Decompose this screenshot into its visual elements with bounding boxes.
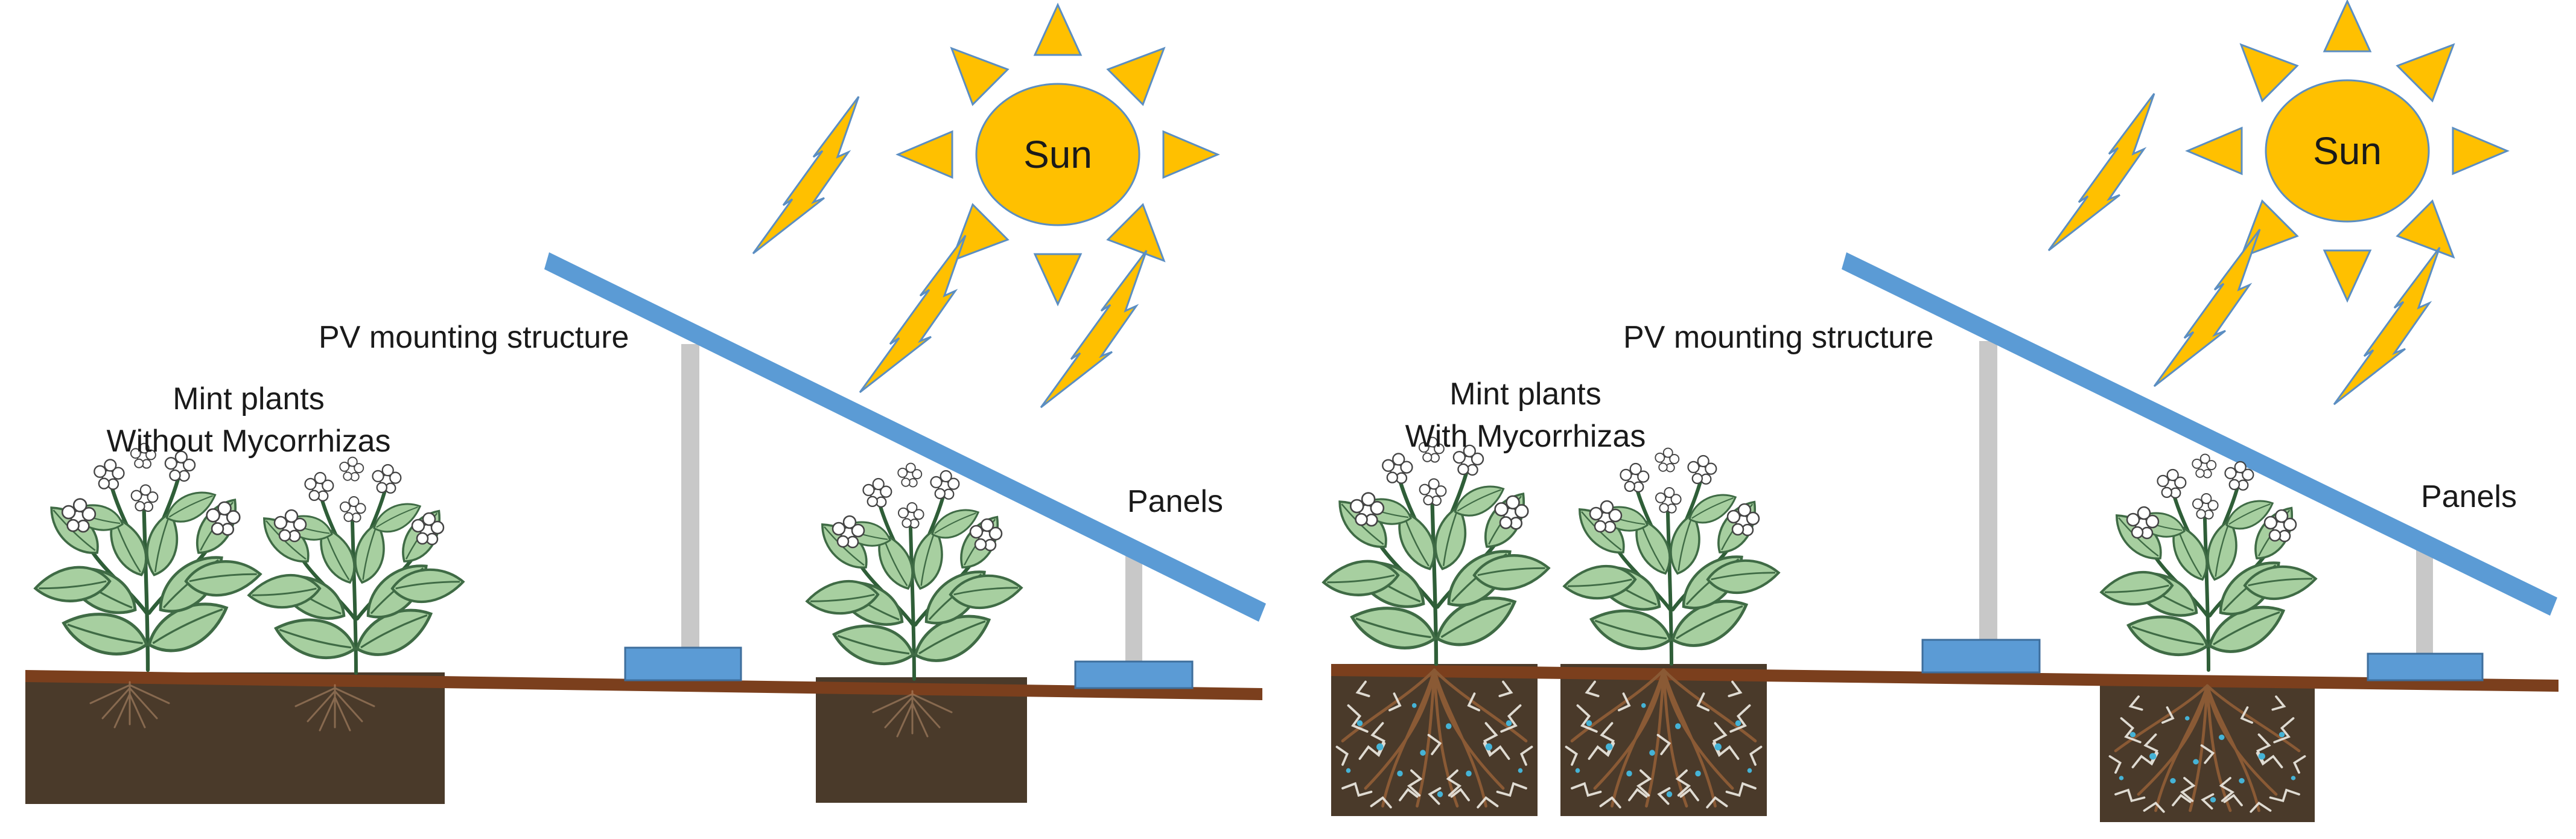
sun-label: Sun [1023, 133, 1092, 176]
left-panel [25, 4, 1266, 804]
right-panel [1324, 0, 2559, 822]
ground-line [1331, 664, 2559, 692]
post-base-tall [1921, 639, 2041, 674]
mint-plant [807, 464, 1021, 680]
post-base-tall [624, 646, 742, 681]
tall-post [1979, 341, 1997, 643]
tall-post [681, 344, 699, 652]
plants-label-line1: Mint plants [173, 381, 325, 416]
solar-panel [1842, 252, 2557, 616]
ground-line [25, 670, 1262, 700]
lightning-bolt-2 [859, 234, 967, 394]
lightning-bolt-2 [2153, 228, 2261, 388]
mint-plant [1324, 438, 1549, 664]
mint-plant [2101, 455, 2315, 671]
panels-label: Panels [1127, 484, 1223, 519]
mint-plant [36, 444, 261, 670]
pv-structure-label: PV mounting structure [319, 320, 629, 355]
short-post [1125, 554, 1142, 663]
mint-plant [1564, 448, 1778, 665]
plants-label-line2: With Mycorrhizas [1405, 419, 1646, 454]
solar-panel [544, 252, 1266, 622]
sun-label: Sun [2313, 129, 2382, 173]
lightning-bolt-1 [2047, 92, 2155, 252]
post-base-short [1074, 660, 1194, 689]
pv-structure-label: PV mounting structure [1623, 320, 1934, 355]
post-base-short [2367, 652, 2484, 681]
panels-label: Panels [2421, 479, 2517, 514]
plants-label-line1: Mint plants [1449, 377, 1601, 412]
mint-plant [249, 458, 463, 674]
short-post [2416, 549, 2433, 658]
lightning-bolt-1 [752, 95, 860, 255]
plants-label-line2: Without Mycorrhizas [106, 424, 391, 459]
soil-block-left [25, 672, 445, 804]
